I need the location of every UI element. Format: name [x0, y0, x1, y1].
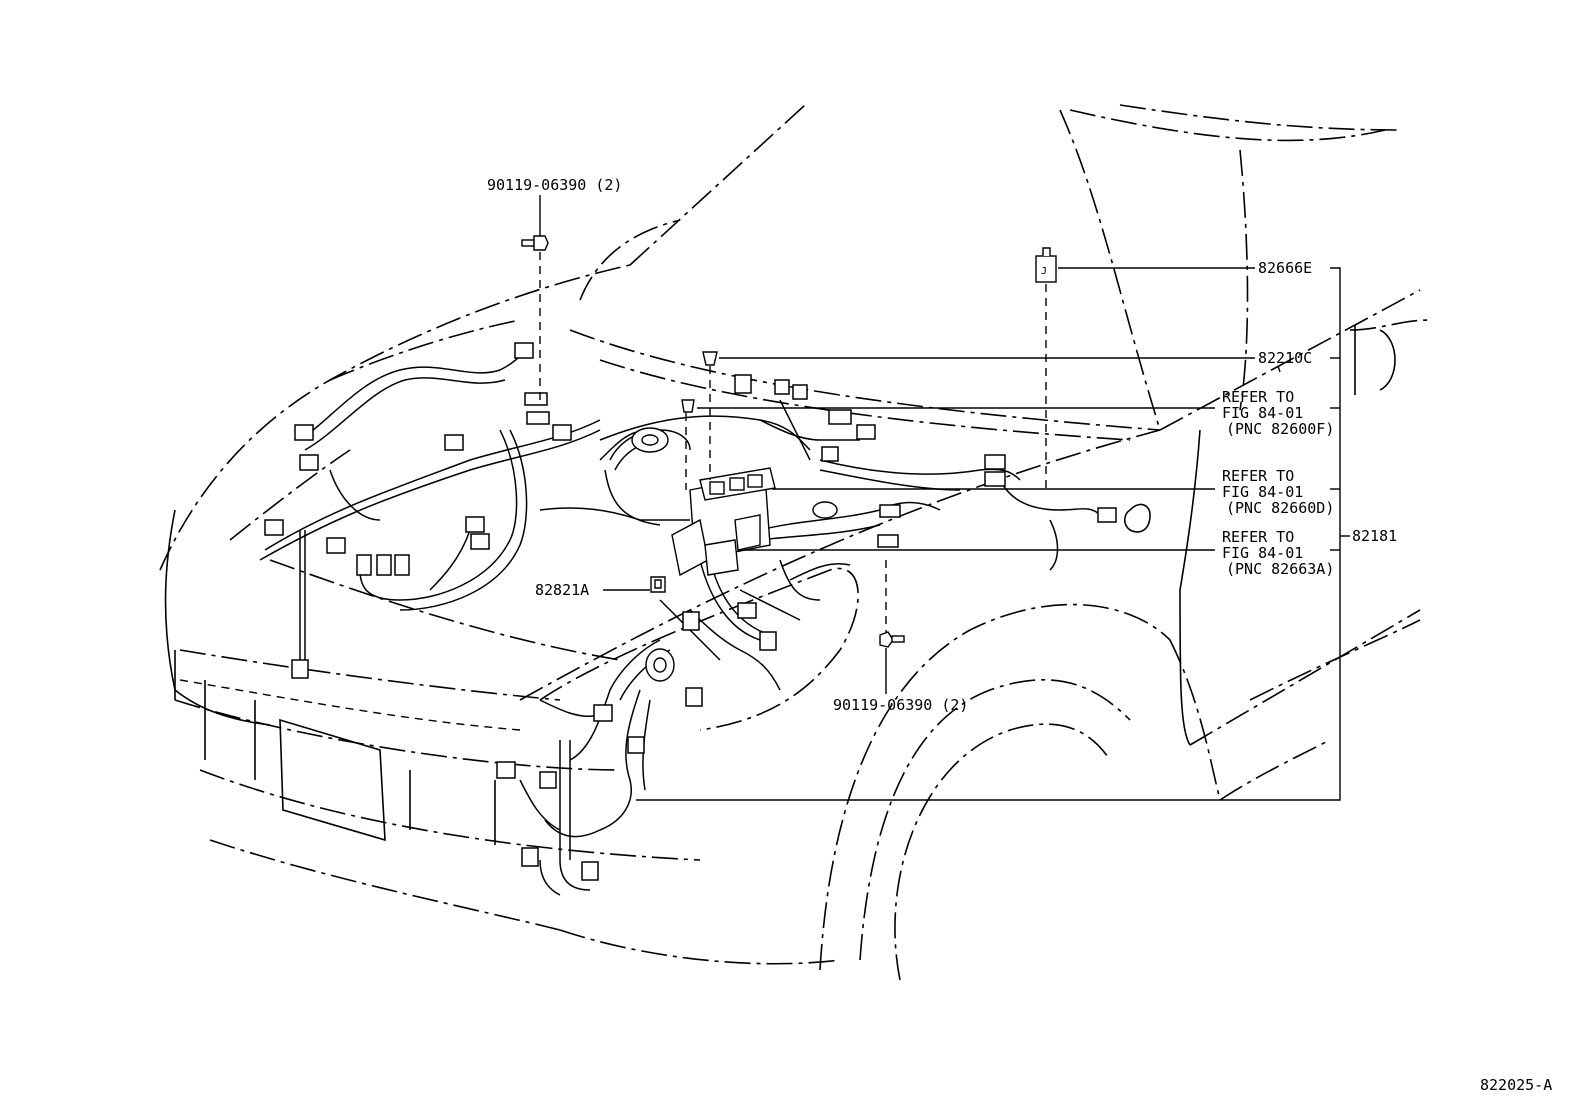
label-ref1-line1: REFER TO: [1222, 388, 1294, 406]
label-bolt-bottom: 90119-06390 (2): [833, 696, 968, 714]
svg-text:J: J: [1041, 266, 1047, 277]
grommet: [631, 427, 838, 682]
clip-82666e-icon: J: [1035, 247, 1057, 283]
clip-82210c-icon: [702, 351, 718, 366]
label-ref3-line2: FIG 84-01: [1222, 544, 1303, 562]
wire-harness: [259, 344, 1101, 896]
junction-block: [671, 467, 776, 577]
label-ref2-line3: (PNC 82660D): [1226, 499, 1334, 517]
label-ref1-line2: FIG 84-01: [1222, 404, 1303, 422]
clip-ref1-icon: [681, 399, 695, 413]
figure-id: 822025-A: [1480, 1076, 1552, 1094]
label-82821a: 82821A: [535, 581, 589, 599]
label-82210c: 82210C: [1258, 349, 1312, 367]
label-ref3-line3: (PNC 82663A): [1226, 560, 1334, 578]
body-solid-lines: [164, 325, 1396, 746]
clip-82821a-icon: [650, 576, 666, 593]
leader-lines: [539, 195, 1350, 801]
bolt-bottom-icon: [879, 631, 905, 648]
front-bumper-details: [174, 650, 521, 845]
label-82181: 82181: [1352, 527, 1397, 545]
label-82666e: 82666E: [1258, 259, 1312, 277]
label-ref2-line2: FIG 84-01: [1222, 483, 1303, 501]
connectors: [264, 342, 1117, 881]
label-ref2-line1: REFER TO: [1222, 467, 1294, 485]
label-bolt-top: 90119-06390 (2): [487, 176, 622, 194]
car-body-outline: [159, 104, 1431, 981]
label-ref3-line1: REFER TO: [1222, 528, 1294, 546]
label-ref1-line3: (PNC 82600F): [1226, 420, 1334, 438]
locator-lines: [539, 252, 1047, 632]
bolt-top-icon: [521, 235, 549, 251]
